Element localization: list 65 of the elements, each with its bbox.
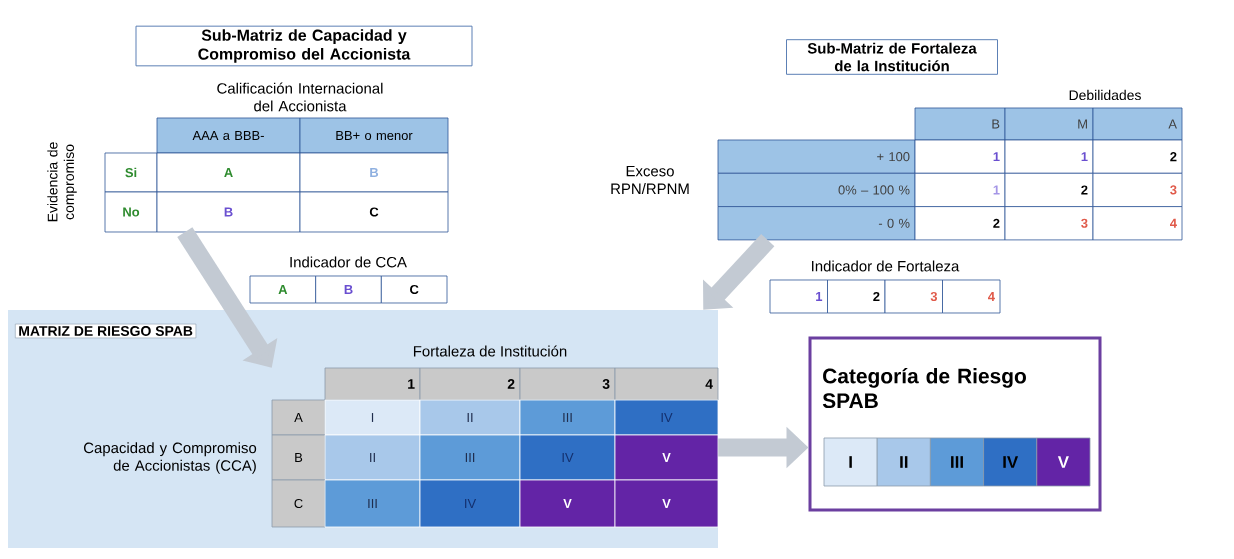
table-cell: 4 xyxy=(1092,206,1183,241)
table-cell: 2 xyxy=(1092,139,1183,174)
block-arrow xyxy=(177,227,278,368)
table-cell: No xyxy=(104,191,158,233)
table-cell: A xyxy=(271,399,326,436)
table-cell: BB+ o menor xyxy=(299,117,449,154)
table-cell: 2 xyxy=(1004,172,1094,207)
table-cell: 1 xyxy=(769,279,828,314)
block-arrow xyxy=(703,234,775,310)
table-cell: III xyxy=(324,479,421,528)
table-cell: 4 xyxy=(942,279,1001,314)
indicator-label: Indicador de Fortaleza xyxy=(812,260,960,272)
table-cell: I xyxy=(324,399,421,436)
table-cell: A xyxy=(1092,107,1183,141)
table-cell: 4 xyxy=(614,367,719,401)
category-cell: IV xyxy=(983,437,1038,487)
table-cell: - 0 % xyxy=(717,206,916,241)
axis-label: Exceso RPN/RPNM xyxy=(611,165,689,194)
category-cell: V xyxy=(1036,437,1091,487)
table-cell: 2 xyxy=(419,367,521,401)
table-cell: Si xyxy=(104,152,158,193)
table-cell: III xyxy=(519,399,616,436)
table-cell: IV xyxy=(519,434,616,481)
table-cell: A xyxy=(249,275,317,304)
table-cell: B xyxy=(315,275,382,304)
axis-label: Fortaleza de Institución xyxy=(413,345,567,357)
indicator-label: Indicador de CCA xyxy=(290,256,407,268)
table-cell: 1 xyxy=(914,139,1006,174)
table-cell: V xyxy=(614,434,719,481)
table-cell: + 100 xyxy=(717,139,916,174)
axis-label: Calificación Internacional del Accionista xyxy=(217,82,383,112)
table-cell: III xyxy=(419,434,521,481)
category-cell: II xyxy=(876,437,931,487)
table-cell: 1 xyxy=(1004,139,1094,174)
table-cell: V xyxy=(519,479,616,528)
table-cell: C xyxy=(299,191,449,233)
table-cell: C xyxy=(380,275,448,304)
table-cell: V xyxy=(614,479,719,528)
axis-label: Debilidades xyxy=(1069,89,1141,101)
table-cell: 0% – 100 % xyxy=(717,172,916,207)
table-cell: 3 xyxy=(1092,172,1183,207)
axis-label: Evidencia de compromiso xyxy=(47,142,77,222)
axis-label: Capacidad y Compromiso de Accionistas (CCA) xyxy=(84,442,257,474)
table-cell: C xyxy=(271,479,326,528)
table-cell: 1 xyxy=(914,172,1006,207)
table-cell: B xyxy=(914,107,1006,141)
table-cell: 3 xyxy=(519,367,616,401)
title-box: Sub-Matriz de Capacidad y Compromiso del Accionista xyxy=(135,25,473,67)
table-cell: 3 xyxy=(1004,206,1094,241)
table-cell: 3 xyxy=(884,279,943,314)
category-cell: I xyxy=(823,437,878,487)
table-cell: AAA a BBB- xyxy=(156,117,301,154)
table-cell: M xyxy=(1004,107,1094,141)
table-cell: II xyxy=(324,434,421,481)
table-cell: 2 xyxy=(827,279,886,314)
table-cell: B xyxy=(299,152,449,193)
table-cell: 2 xyxy=(914,206,1006,241)
table-cell: IV xyxy=(614,399,719,436)
category-cell: III xyxy=(930,437,984,487)
table-cell: IV xyxy=(419,479,521,528)
panel-title: MATRIZ DE RIESGO SPAB xyxy=(15,323,197,339)
table-cell: II xyxy=(419,399,521,436)
table-cell: 1 xyxy=(324,367,421,401)
table-cell: B xyxy=(271,434,326,481)
title-box: Sub-Matriz de Fortaleza de la Institución xyxy=(786,39,998,75)
